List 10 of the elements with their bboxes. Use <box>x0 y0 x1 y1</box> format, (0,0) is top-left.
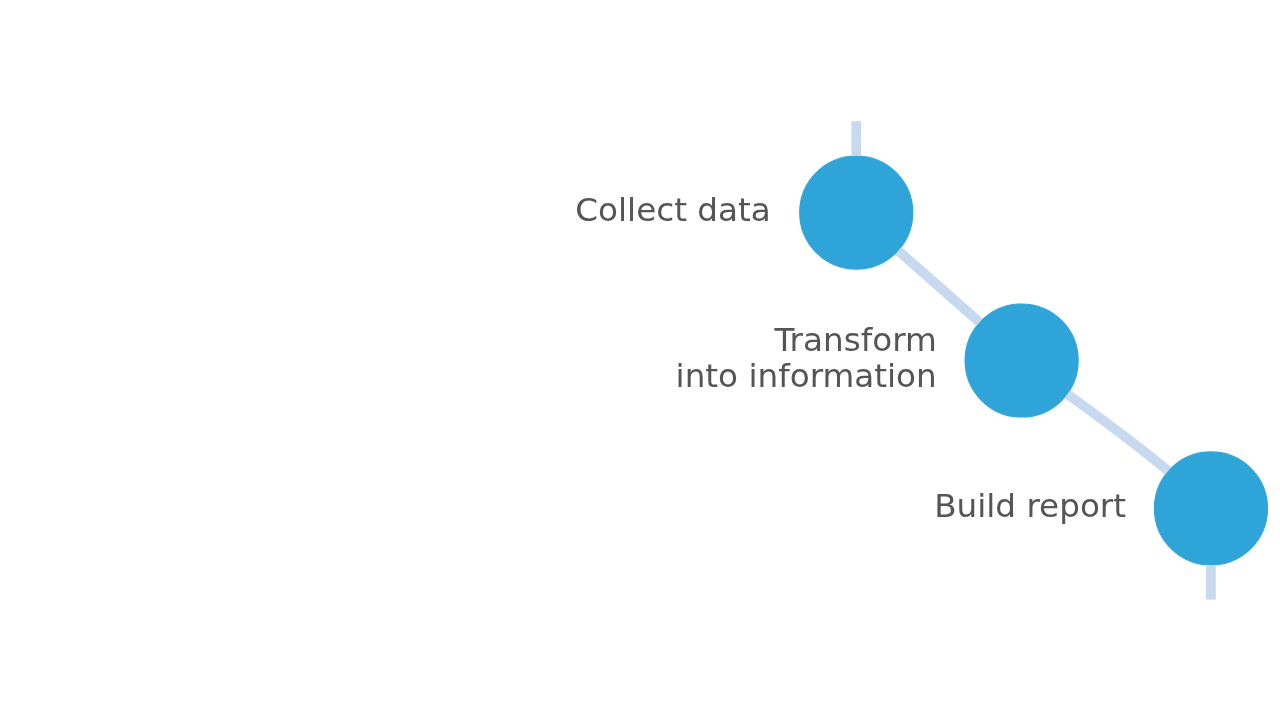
node-label: Transform into information <box>675 320 937 395</box>
connector <box>1206 564 1216 600</box>
node-label: Build report <box>934 486 1127 525</box>
connector <box>851 120 862 155</box>
node-label: Collect data <box>575 190 771 229</box>
node-circle <box>964 302 1079 418</box>
node-circle <box>1153 450 1269 566</box>
connector <box>1064 389 1172 475</box>
node-circle <box>799 154 914 270</box>
connector <box>895 246 983 326</box>
